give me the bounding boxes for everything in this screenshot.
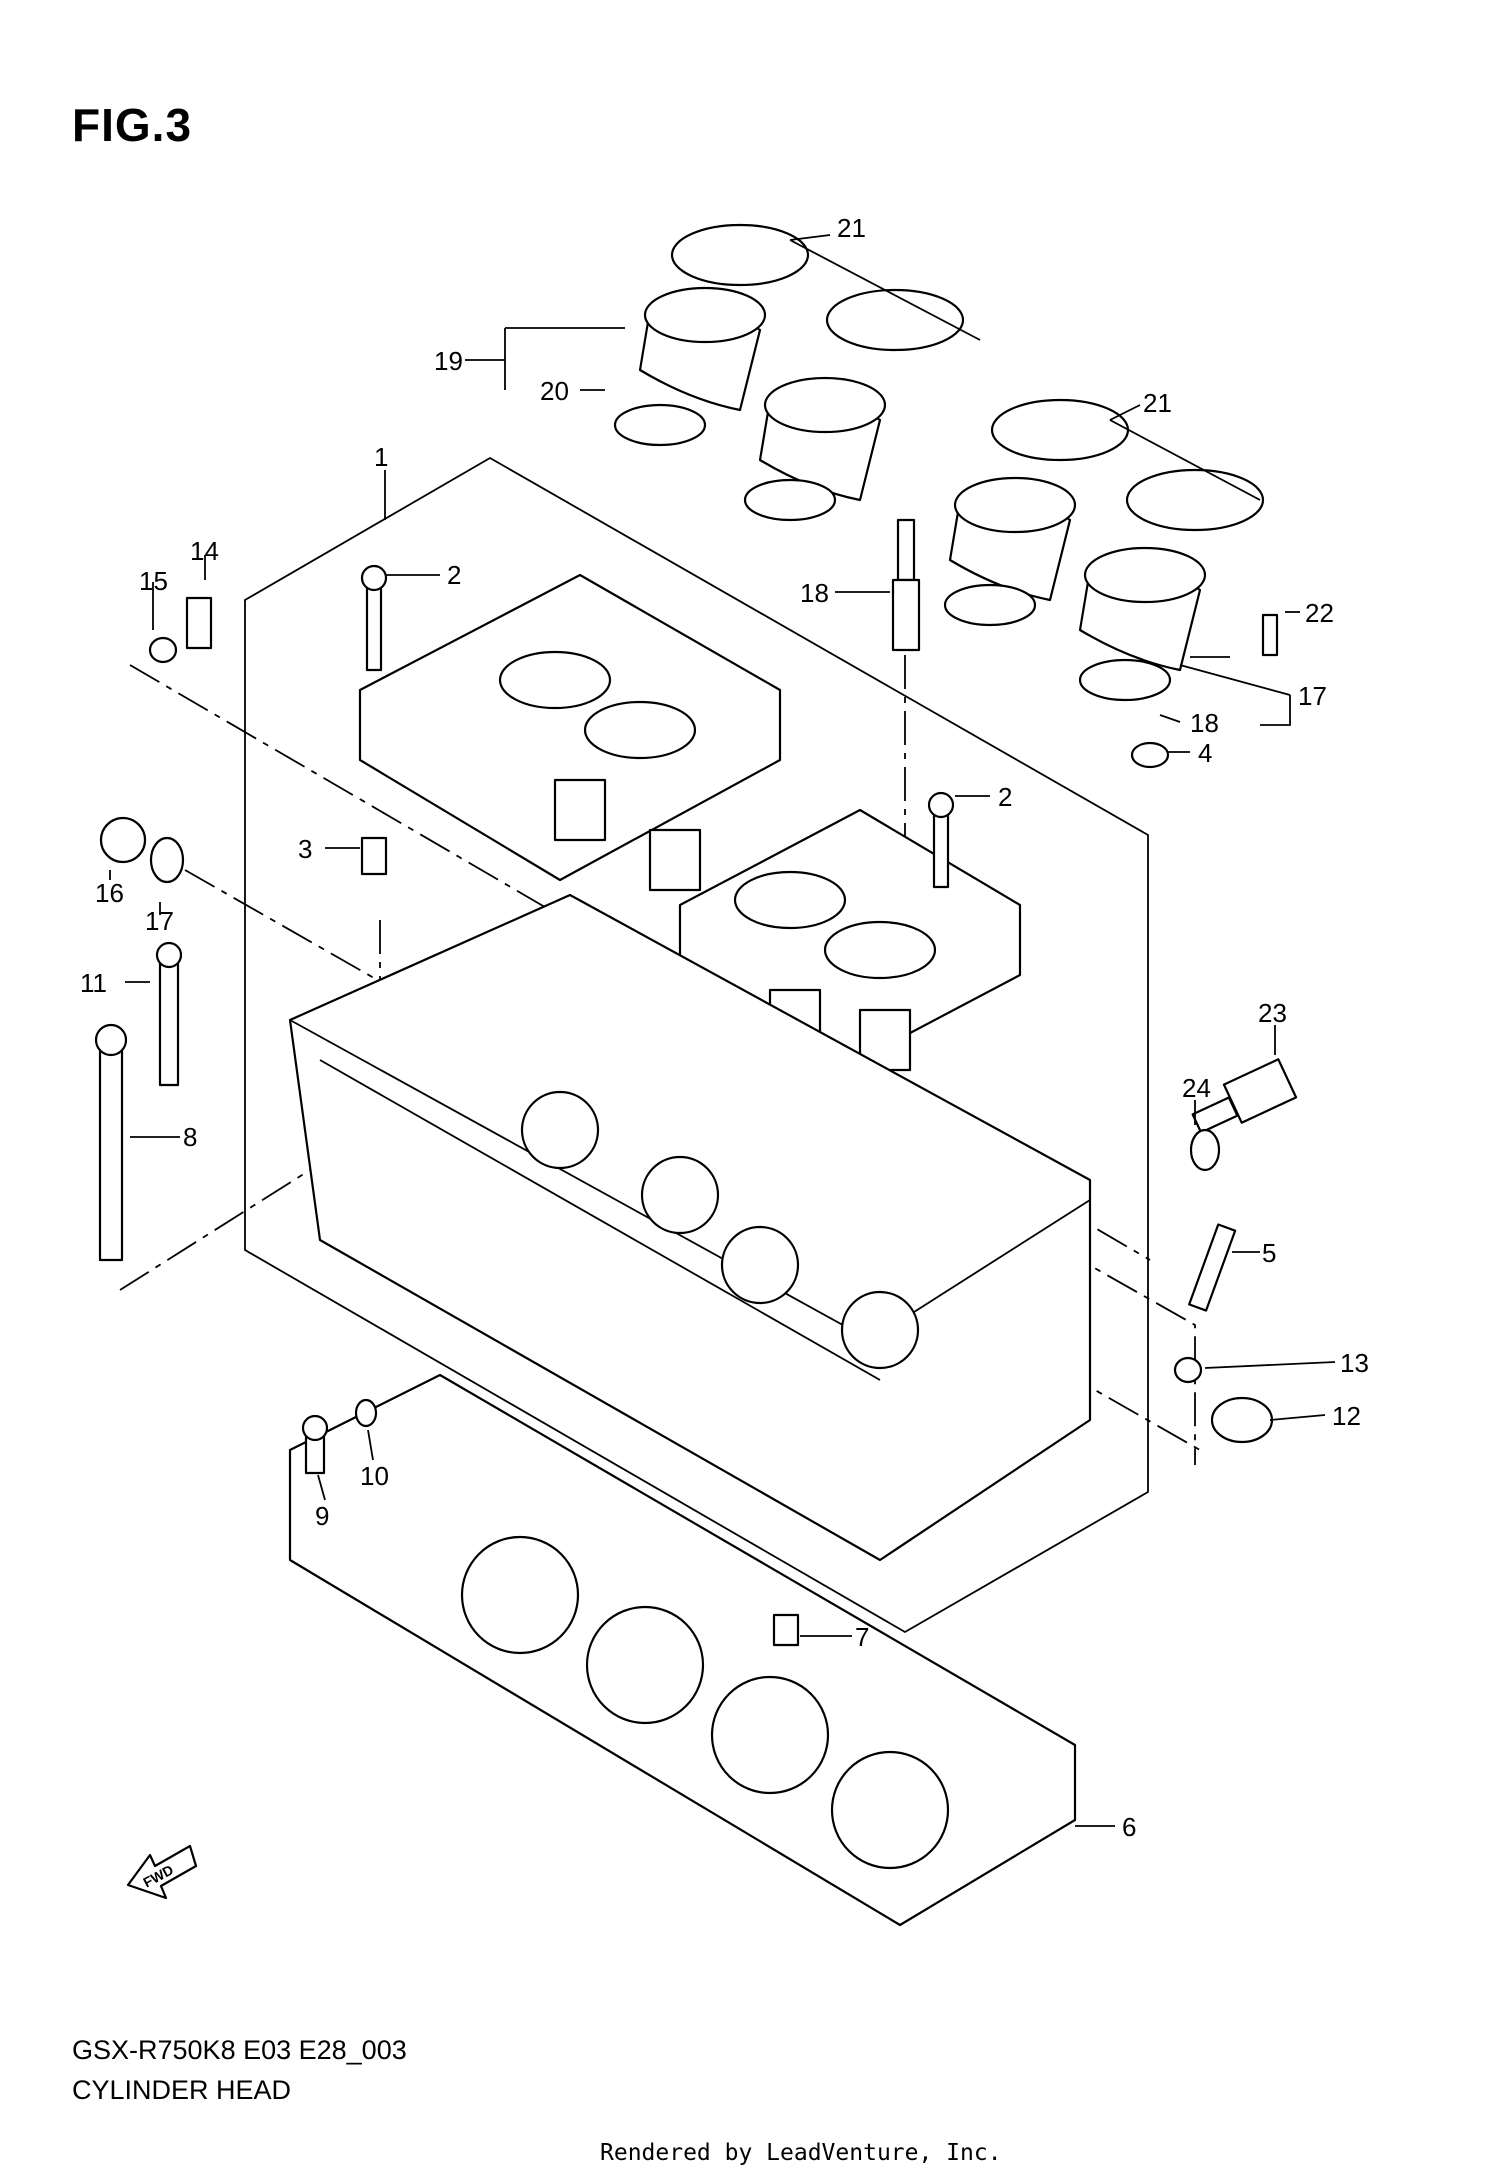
cylinder-head: [288, 893, 1092, 1562]
leader-lines: [109, 234, 1336, 1827]
callout-2: 2: [998, 782, 1012, 812]
callout-6: 6: [1122, 1812, 1136, 1842]
bolt-11: [155, 941, 183, 1087]
callout-17: 17: [145, 906, 174, 936]
bolt-8: [94, 1023, 128, 1262]
washer-10: [354, 1398, 378, 1428]
callout-21: 21: [837, 213, 866, 243]
section-name: CYLINDER HEAD: [72, 2075, 292, 2105]
callout-14: 14: [190, 536, 219, 566]
intake-boot-group-left: [613, 223, 981, 522]
figure-title: FIG.3: [72, 99, 193, 151]
o-ring-13: [1173, 1356, 1203, 1384]
dowel-pin-7: [772, 1613, 800, 1647]
callout-9: 9: [315, 1501, 329, 1531]
callout-2: 2: [447, 560, 461, 590]
o-ring-12: [1210, 1396, 1274, 1444]
head-gasket: [288, 1373, 1077, 1927]
callout-12: 12: [1332, 1401, 1361, 1431]
callout-16: 16: [95, 878, 124, 908]
callout-18: 18: [1190, 708, 1219, 738]
callout-17: 17: [1298, 681, 1327, 711]
callout-24: 24: [1182, 1073, 1211, 1103]
callout-7: 7: [855, 1622, 869, 1652]
callout-23: 23: [1258, 998, 1287, 1028]
model-code: GSX-R750K8 E03 E28_003: [72, 2035, 407, 2065]
callout-1: 1: [374, 442, 388, 472]
sensor-23: [1191, 1058, 1298, 1134]
callout-21: 21: [1143, 388, 1172, 418]
washer-15: [148, 636, 178, 664]
render-credit: Rendered by LeadVenture, Inc.: [600, 2140, 1002, 2166]
callout-8: 8: [183, 1122, 197, 1152]
callout-4: 4: [1198, 738, 1212, 768]
callout-10: 10: [360, 1461, 389, 1491]
callout-20: 20: [540, 376, 569, 406]
dowel-pin-3: [360, 836, 388, 876]
gasket-4: [1130, 741, 1170, 769]
callout-19: 19: [434, 346, 463, 376]
assembly-boundary: [244, 456, 1149, 1634]
callout-18: 18: [800, 578, 829, 608]
intake-boot-group-right: [943, 398, 1265, 702]
pipe-5: [1188, 1223, 1237, 1312]
union-14: [185, 596, 213, 650]
centerline: [119, 1169, 311, 1291]
fwd-arrow-icon: FWD: [126, 1844, 198, 1900]
plug-16: [99, 816, 147, 864]
bolt-9: [301, 1414, 329, 1475]
callout-22: 22: [1305, 598, 1334, 628]
screw-22: [1261, 613, 1279, 657]
gasket-17: [149, 836, 185, 884]
callout-11: 11: [80, 968, 107, 998]
gasket-24: [1189, 1128, 1221, 1172]
camshaft-holder-left: [358, 573, 782, 892]
callout-13: 13: [1340, 1348, 1369, 1378]
callout-3: 3: [298, 834, 312, 864]
callout-15: 15: [139, 566, 168, 596]
callout-5: 5: [1262, 1238, 1276, 1268]
bolt-2-right: [927, 791, 955, 889]
bolt-2-left: [360, 564, 388, 672]
spark-plug: [891, 518, 921, 652]
